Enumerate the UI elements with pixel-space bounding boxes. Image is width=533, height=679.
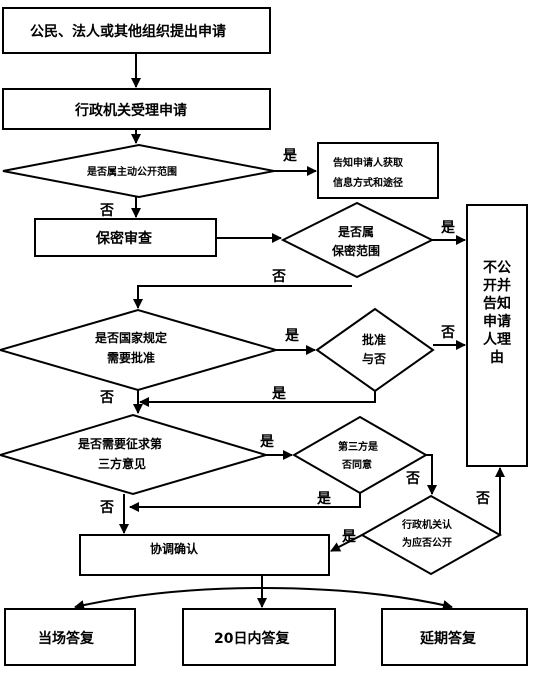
label-no-agree: 否 — [405, 471, 420, 487]
arrow-coordinate-right — [261, 587, 453, 610]
arrow-agree-back — [129, 493, 361, 512]
coordinate-text: 协调确认 — [150, 541, 199, 556]
not-public-text-3: 告知 — [483, 295, 511, 312]
reply-delay-box — [381, 608, 528, 666]
label-yes-approve: 是 — [272, 386, 287, 402]
label-no-agency: 否 — [475, 491, 490, 507]
accept-text: 行政机关受理申请 — [74, 102, 187, 119]
label-no-third: 否 — [99, 500, 114, 516]
not-public-text-6: 由 — [490, 349, 504, 366]
arrow-approve-back — [139, 391, 376, 407]
not-public-text-1: 不公 — [483, 260, 511, 276]
label-no-approve: 否 — [440, 325, 455, 341]
approve-diamond — [315, 307, 435, 393]
notify-text-2: 信息方式和途径 — [333, 176, 403, 189]
third-party-text-2: 三方意见 — [98, 456, 146, 471]
agency-decide-text-2: 为应否公开 — [402, 536, 452, 549]
approve-text-1: 批准 — [362, 332, 386, 347]
third-party-text-1: 是否需要征求第 — [77, 436, 162, 451]
label-yes-approval: 是 — [285, 328, 300, 344]
reply-now-text: 当场答复 — [38, 630, 95, 647]
not-public-text-5: 人理 — [483, 331, 511, 348]
secret-scope-text-1: 是否属 — [337, 225, 374, 239]
label-yes-third: 是 — [260, 434, 275, 450]
secret-scope-diamond — [280, 201, 435, 279]
not-public-text-4: 申请 — [483, 313, 511, 330]
third-party-diamond — [0, 413, 270, 496]
secrecy-review-text: 保密审查 — [95, 230, 153, 247]
label-no-approval: 否 — [99, 390, 114, 406]
not-public-box — [466, 204, 528, 467]
agency-decide-diamond — [359, 494, 503, 576]
label-no-public: 否 — [99, 203, 114, 219]
need-approval-text-2: 需要批准 — [107, 350, 155, 365]
label-yes-public: 是 — [283, 148, 298, 164]
secret-scope-text-2: 保密范围 — [331, 243, 380, 258]
third-agree-text-2: 否同意 — [341, 458, 372, 471]
reply-now-box — [4, 608, 136, 666]
arrow-agency-coordinate — [330, 534, 363, 552]
coordinate-box — [79, 534, 330, 576]
apply-text: 公民、法人或其他组织提出申请 — [30, 23, 226, 40]
public-scope-text: 是否属主动公开范围 — [86, 165, 177, 178]
agency-decide-text-1: 行政机关认 — [401, 518, 453, 531]
not-public-text-2: 开并 — [483, 277, 511, 294]
label-no-secret: 否 — [271, 269, 286, 285]
third-agree-text-1: 第三方是 — [338, 440, 378, 453]
need-approval-text-1: 是否国家规定 — [94, 330, 167, 345]
arrow-agree-agency — [426, 454, 437, 495]
need-approval-diamond — [0, 308, 280, 392]
reply-20-box — [182, 608, 336, 666]
notify-text-1: 告知申请人获取 — [333, 156, 404, 169]
arrow-coordinate-left — [74, 587, 263, 610]
arrow-secret-approval — [133, 285, 352, 309]
notify-method-box — [317, 142, 439, 199]
approve-text-2: 与否 — [362, 352, 386, 366]
label-yes-agency: 是 — [342, 529, 357, 545]
reply-delay-text: 延期答复 — [419, 630, 477, 647]
reply-20-text: 20日内答复 — [214, 630, 290, 647]
label-yes-secret: 是 — [441, 220, 456, 236]
label-yes-agree: 是 — [317, 491, 332, 507]
